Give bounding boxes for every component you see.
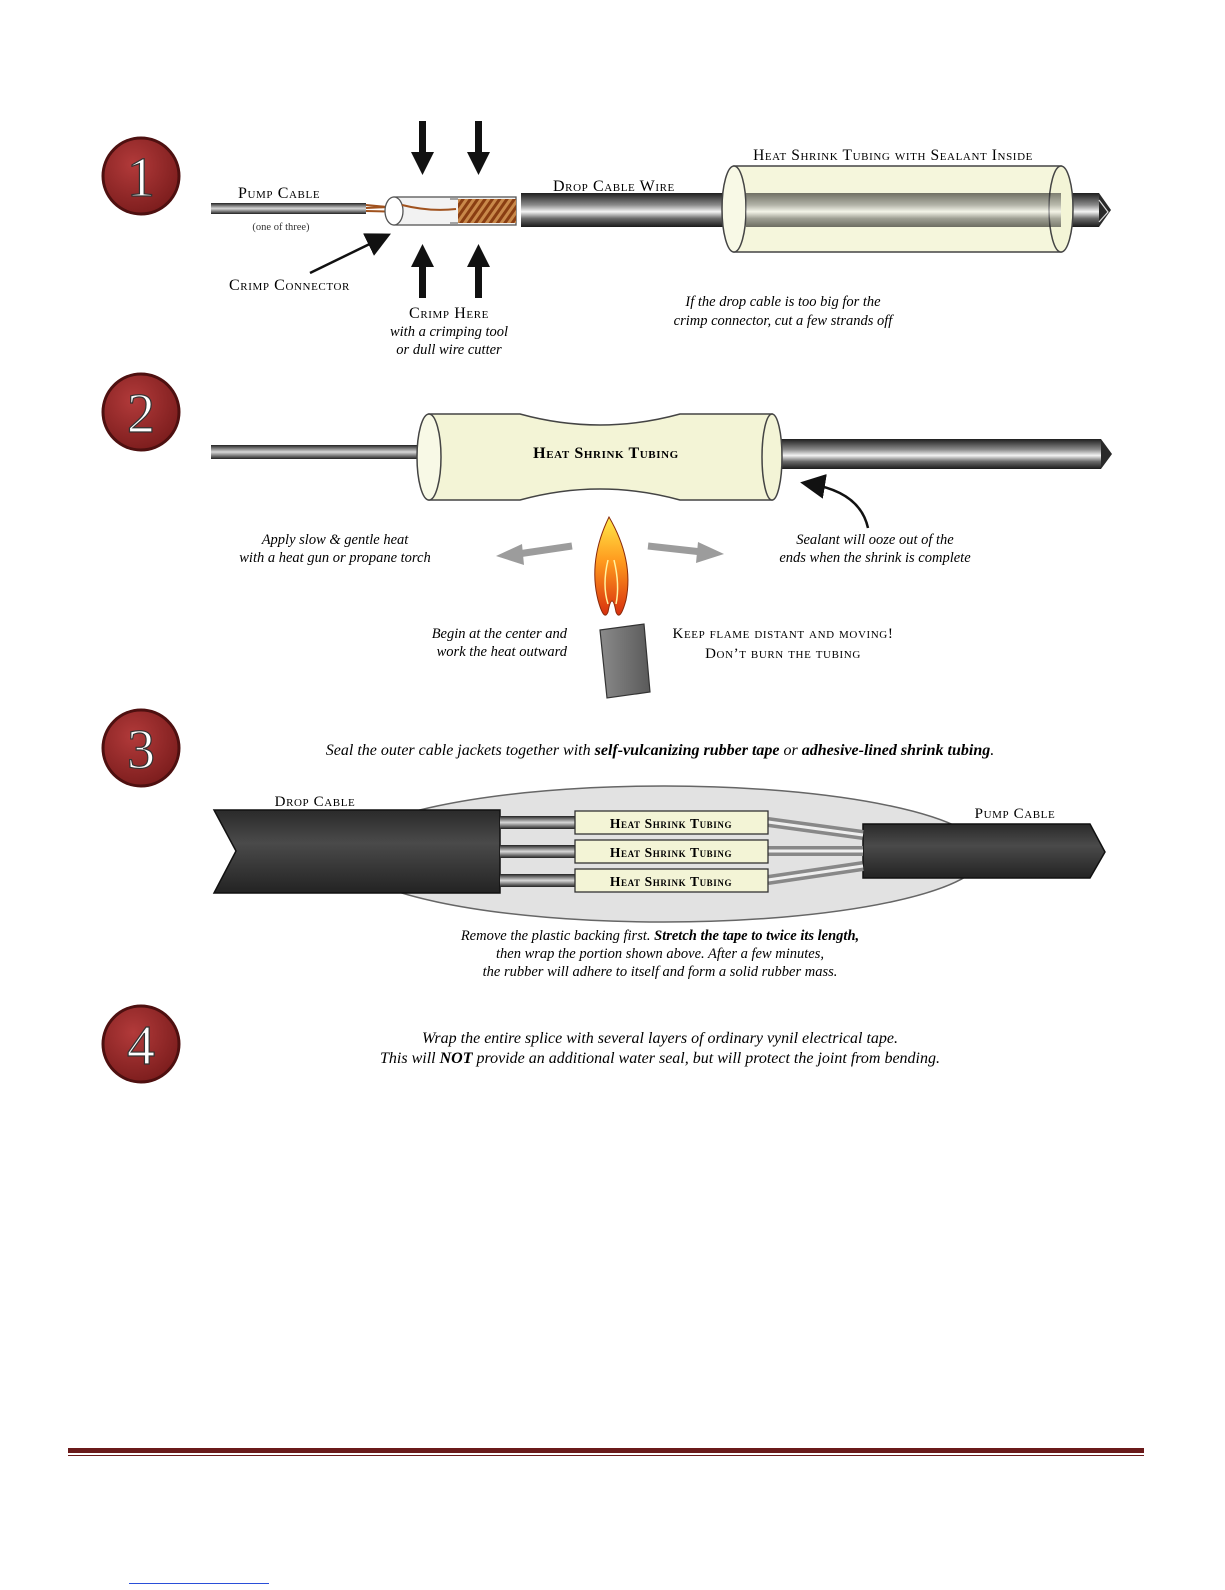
crimp-up-arrows: [411, 244, 490, 298]
tape-note-line1-pre: Remove the plastic backing first.: [460, 928, 654, 944]
drop-cable-label-3: Drop Cable: [275, 794, 356, 810]
step-4-line2-bold: NOT: [439, 1050, 474, 1067]
step-1-badge: 1: [101, 136, 181, 216]
heat-outward-left-arrow: [496, 542, 573, 565]
apply-heat-line1: Apply slow & gentle heat: [261, 532, 410, 548]
begin-center-line1: Begin at the center and: [432, 626, 568, 642]
step-3-intro-mid: or: [780, 742, 802, 759]
tubing-sleeve-1: Heat Shrink Tubing: [574, 810, 769, 835]
step-3-intro-bold1: self-vulcanizing rubber tape: [594, 742, 780, 759]
heat-outward-right-arrow: [647, 542, 724, 563]
step-4-line2-pre: This will: [380, 1050, 440, 1067]
step-2-badge: 2: [101, 372, 181, 452]
step-4-line2: This will NOT provide an additional wate…: [380, 1050, 940, 1067]
crimp-connector-label: Crimp Connector: [229, 277, 350, 294]
step-4-number: 4: [127, 1015, 155, 1077]
drop-cable-note-line1: If the drop cable is too big for the: [684, 294, 881, 310]
step-3-badge: 3: [101, 708, 181, 788]
tape-note-line2: then wrap the portion shown above. After…: [496, 946, 824, 962]
tubing-sleeve-2: Heat Shrink Tubing: [574, 839, 769, 864]
step-3-number: 3: [127, 719, 155, 781]
tape-note-line1: Remove the plastic backing first. Stretc…: [460, 928, 859, 944]
pump-cable-label-3: Pump Cable: [975, 806, 1056, 822]
footer-rule-thick: [68, 1448, 1144, 1453]
step-3-intro-bold2: adhesive-lined shrink tubing: [802, 742, 990, 759]
crimp-here-sub2: or dull wire cutter: [396, 342, 502, 358]
tubing-sleeve-label: Heat Shrink Tubing: [610, 874, 732, 889]
drop-cable-wire-label: Drop Cable Wire: [553, 178, 675, 195]
sealant-ooze-line2: ends when the shrink is complete: [779, 550, 971, 566]
pump-cable-wire-2: [211, 445, 429, 459]
heat-shrink-tubing-sealant: [721, 165, 1074, 253]
step-4-badge: 4: [101, 1004, 181, 1084]
spliced-conductors: [500, 816, 864, 887]
crimp-connector-pointer: [309, 233, 391, 275]
crimp-here-sub1: with a crimping tool: [390, 324, 508, 340]
step-4-line2-post: provide an additional water seal, but wi…: [472, 1050, 940, 1067]
step-2: 2 Heat Shrink Tubing Apply slow & gentle…: [101, 372, 1112, 699]
step-1: 1 Pump Cable (one of three): [101, 121, 1111, 358]
begin-center-line2: work the heat outward: [437, 644, 568, 660]
crimp-connector: [384, 196, 517, 226]
step-3-intro: Seal the outer cable jackets together wi…: [326, 742, 994, 759]
step-4-line1: Wrap the entire splice with several laye…: [422, 1030, 898, 1047]
step-2-number: 2: [127, 383, 155, 445]
crimp-here-label: Crimp Here: [409, 305, 489, 322]
heat-shrink-sealant-label: Heat Shrink Tubing with Sealant Inside: [753, 147, 1033, 164]
drop-cable-jacket: [212, 809, 501, 894]
torch-flame-icon: [594, 515, 629, 616]
footer-rule-thin: [68, 1455, 1144, 1456]
heat-shrink-tubing-shrunk: [416, 413, 783, 501]
footer-rule: [68, 1448, 1144, 1456]
step-3-intro-post: .: [990, 742, 994, 759]
pump-cable-jacket: [862, 823, 1106, 879]
drop-cable-note-line2: crimp connector, cut a few strands off: [674, 313, 895, 329]
pump-cable-label: Pump Cable: [238, 185, 320, 202]
step-3: 3 Seal the outer cable jackets together …: [101, 708, 1106, 980]
apply-heat-line2: with a heat gun or propane torch: [239, 550, 430, 566]
step-1-number: 1: [127, 147, 155, 209]
tape-note-line3: the rubber will adhere to itself and for…: [483, 964, 838, 980]
keep-flame-line1: Keep flame distant and moving!: [673, 626, 894, 642]
sealant-pointer: [800, 474, 870, 529]
drop-cable-wire-2: [780, 439, 1112, 469]
keep-flame-line2: Don’t burn the tubing: [705, 646, 861, 662]
one-of-three-label: (one of three): [252, 222, 310, 233]
torch-nozzle-icon: [599, 623, 651, 699]
footer-link-underline[interactable]: [129, 1583, 269, 1584]
step-3-intro-pre: Seal the outer cable jackets together wi…: [326, 742, 595, 759]
pump-cable-wire: [211, 203, 366, 214]
tubing-sleeve-label: Heat Shrink Tubing: [610, 845, 732, 860]
tape-note-line1-bold: Stretch the tape to twice its length,: [654, 928, 859, 944]
tubing-sleeve-3: Heat Shrink Tubing: [574, 868, 769, 893]
tubing-sleeve-label: Heat Shrink Tubing: [610, 816, 732, 831]
step-4: 4 Wrap the entire splice with several la…: [101, 1004, 940, 1084]
heat-shrink-tubing-label-2: Heat Shrink Tubing: [533, 445, 679, 462]
sealant-ooze-line1: Sealant will ooze out of the: [796, 532, 954, 548]
crimp-down-arrows: [411, 121, 490, 175]
